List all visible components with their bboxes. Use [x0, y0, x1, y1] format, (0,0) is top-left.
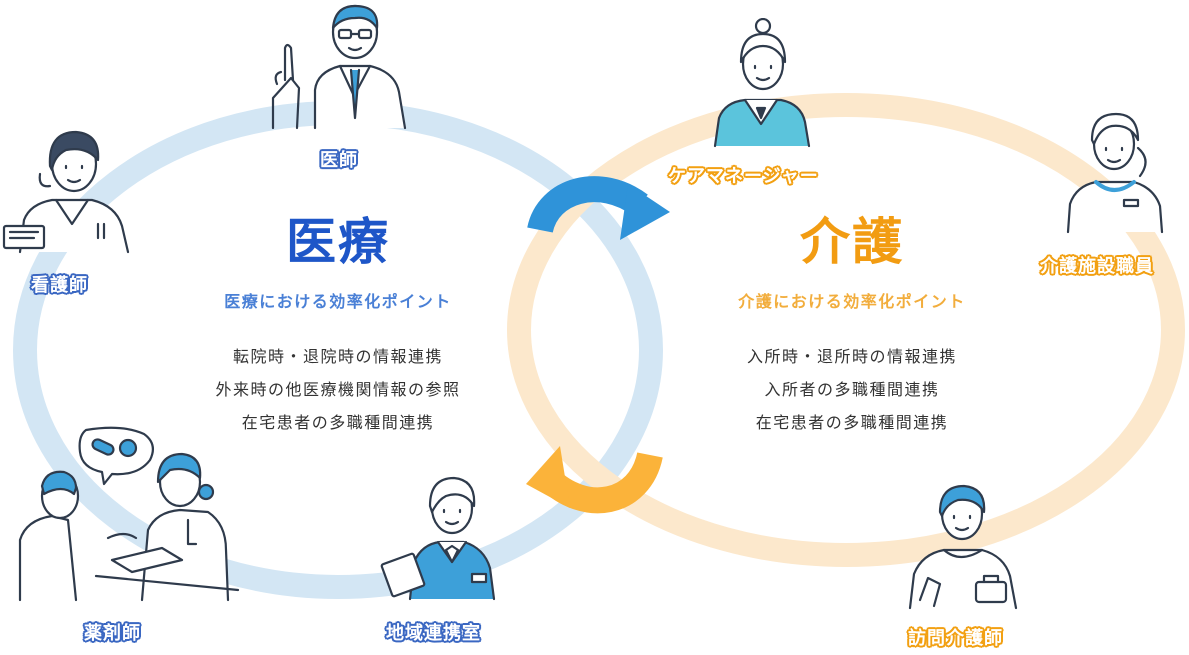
role-label-care-manager: ケアマネージャー — [668, 166, 819, 187]
care-point: 在宅患者の多職種間連携 — [755, 413, 949, 432]
medical-title: 医療 — [286, 213, 390, 271]
facility-staff-illustration-icon — [1066, 112, 1164, 234]
liaison-staff-illustration-icon — [380, 476, 496, 601]
visiting-caregiver-illustration-icon — [908, 484, 1018, 610]
curved-arrow-left-icon — [526, 446, 663, 514]
role-label-visiting-caregiver: 訪問介護師 — [908, 628, 1003, 649]
doctor-illustration-icon — [271, 4, 407, 130]
care-ring — [507, 93, 1185, 567]
care-point: 入所時・退所時の情報連携 — [746, 347, 957, 366]
medical-points: 転院時・退院時の情報連携 外来時の他医療機関情報の参照 在宅患者の多職種間連携 — [158, 340, 518, 439]
medical-point: 外来時の他医療機関情報の参照 — [215, 380, 461, 399]
medical-subtitle: 医療における効率化ポイント — [224, 292, 452, 311]
role-label-doctor: 医師 — [320, 150, 358, 171]
nurse-illustration-icon — [2, 130, 130, 254]
role-label-liaison: 地域連携室 — [386, 623, 481, 644]
care-title: 介護 — [800, 213, 904, 271]
care-subtitle: 介護における効率化ポイント — [738, 292, 966, 311]
role-label-nurse: 看護師 — [31, 275, 88, 296]
care-manager-illustration-icon — [713, 18, 811, 148]
pharmacist-illustration-icon — [18, 426, 240, 602]
role-label-pharmacist: 薬剤師 — [84, 623, 141, 644]
care-point: 入所者の多職種間連携 — [764, 380, 940, 399]
role-label-facility-staff: 介護施設職員 — [1040, 256, 1154, 277]
medical-point: 転院時・退院時の情報連携 — [232, 347, 443, 366]
medical-point: 在宅患者の多職種間連携 — [241, 413, 435, 432]
curved-arrow-right-icon — [527, 176, 670, 240]
care-points: 入所時・退所時の情報連携 入所者の多職種間連携 在宅患者の多職種間連携 — [672, 340, 1032, 439]
